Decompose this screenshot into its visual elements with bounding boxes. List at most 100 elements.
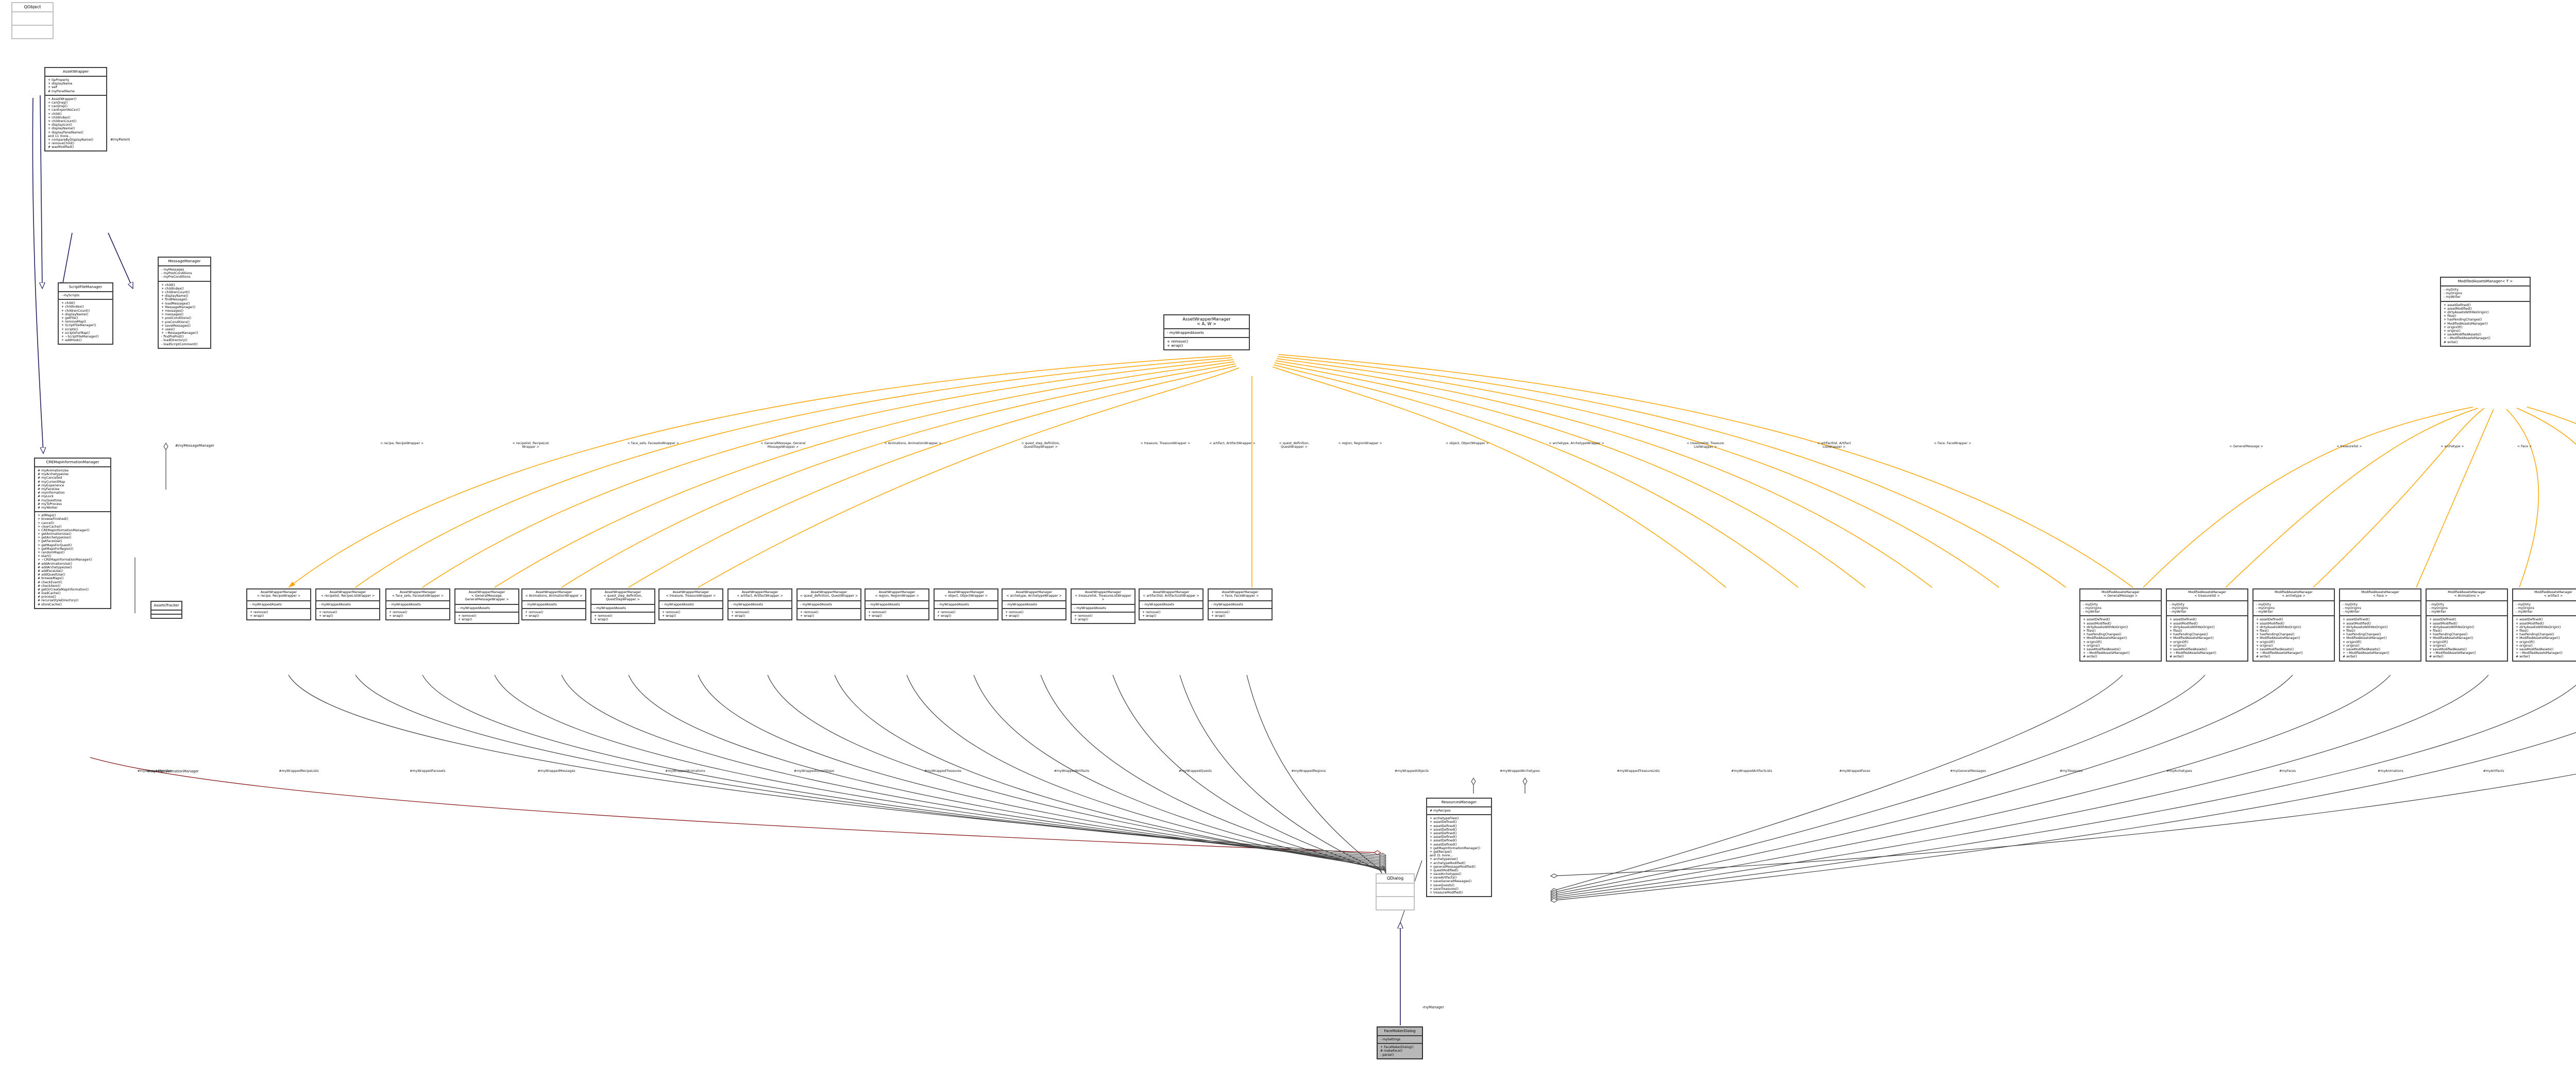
class-title: AssetWrapperManager < object, ObjectWrap… bbox=[935, 589, 997, 601]
class-member: + wrap() bbox=[800, 614, 815, 618]
class-member: + ScriptFileManager() bbox=[61, 324, 96, 328]
class-node-asset-wrapper[interactable]: AssetWrapper + tipProperty+ displayName+… bbox=[44, 67, 107, 152]
class-node-wrapper-manager[interactable]: AssetWrapperManager < quest_step_definit… bbox=[590, 588, 655, 625]
class-operations: + remove()+ wrap() bbox=[386, 609, 449, 619]
class-member: + remove() bbox=[250, 611, 268, 615]
class-member: - myWrappedAssets bbox=[662, 602, 694, 606]
association-role-label: #myWrappedTreasures bbox=[924, 769, 962, 773]
class-member: - myPostConditions bbox=[161, 272, 192, 276]
class-node-wrapper-manager[interactable]: AssetWrapperManager < recipe, RecipeWrap… bbox=[246, 588, 311, 621]
class-node-wrapper-manager[interactable]: AssetWrapperManager < recipelist, Recipe… bbox=[315, 588, 380, 621]
class-node-wrapper-manager[interactable]: AssetWrapperManager < face_sets, Faceset… bbox=[385, 588, 450, 621]
class-member: + childrenCount() bbox=[161, 291, 190, 294]
class-member: + assetDefined() bbox=[1430, 832, 1457, 835]
class-member: + saveModifiedAssets() bbox=[2343, 647, 2381, 651]
class-member: + remove() bbox=[1074, 614, 1093, 618]
class-member: + ModifiedAssetsManager() bbox=[2444, 322, 2488, 326]
class-attributes: - myWrappedAssets bbox=[1072, 605, 1134, 613]
class-node-message-manager[interactable]: MessageManager - myMessages- myPostCondi… bbox=[158, 257, 211, 349]
class-member: + archetypeFiles() bbox=[1430, 817, 1459, 821]
class-node-wrapper-manager[interactable]: AssetWrapperManager < artifact, Artifact… bbox=[727, 588, 792, 621]
class-member: + childIndex() bbox=[161, 286, 184, 291]
class-node-wrapper-manager[interactable]: AssetWrapperManager < Face, FaceWrapper … bbox=[1208, 588, 1273, 621]
class-node-modified-assets-manager-generic[interactable]: ModifiedAssetsManager< T > - myDirty- my… bbox=[2440, 277, 2531, 347]
class-operations: + remove()+ wrap() bbox=[1209, 609, 1272, 619]
class-member: + FaceMakerDialog() bbox=[1380, 1045, 1414, 1050]
class-member: + CREMapInformationManager() bbox=[38, 528, 90, 532]
class-member: - loadDirectory() bbox=[161, 339, 188, 343]
class-node-wrapper-manager[interactable]: AssetWrapperManager < artifactlist, Arti… bbox=[1139, 588, 1204, 621]
class-member: - myWriter bbox=[2516, 610, 2533, 614]
class-member: + findMessage() bbox=[161, 298, 188, 302]
class-attributes bbox=[1377, 884, 1414, 898]
class-member: - myWrappedAssets bbox=[250, 602, 282, 606]
class-node-cre-map-information-manager[interactable]: CREMapInformationManager # myAnimationUs… bbox=[34, 458, 111, 609]
class-node-wrapper-manager[interactable]: AssetWrapperManager < archetype, Archety… bbox=[1002, 588, 1066, 621]
class-node-asset-wrapper-manager-generic[interactable]: AssetWrapperManager < A, W > - myWrapped… bbox=[1163, 314, 1250, 351]
class-node-wrapper-manager[interactable]: AssetWrapperManager < quest_definition, … bbox=[796, 588, 861, 621]
class-node-modified-manager[interactable]: ModifiedAssetsManager < treasurelist >- … bbox=[2166, 588, 2248, 662]
class-node-wrapper-manager[interactable]: AssetWrapperManager < object, ObjectWrap… bbox=[934, 588, 998, 621]
class-member: + remove() bbox=[525, 611, 544, 615]
class-member: + saveModifiedAssets() bbox=[2429, 647, 2467, 651]
class-member: + wrap() bbox=[525, 614, 539, 618]
class-member: # addFaceUse() bbox=[38, 569, 63, 573]
class-member: - myWriter bbox=[2343, 610, 2360, 614]
class-member: # myPanelName bbox=[48, 89, 75, 93]
class-node-modified-manager[interactable]: ModifiedAssetsManager < GeneralMessage >… bbox=[2079, 588, 2162, 662]
class-node-modified-manager[interactable]: ModifiedAssetsManager < artifact >- myDi… bbox=[2512, 588, 2576, 662]
class-member: + saveModifiedAssets() bbox=[2444, 333, 2482, 337]
class-member: + assetDefined() bbox=[1430, 842, 1457, 847]
class-node-assets-tracker[interactable]: AssetsTracker bbox=[150, 601, 182, 619]
class-node-wrapper-manager[interactable]: AssetWrapperManager < treasurelist, Trea… bbox=[1071, 588, 1136, 625]
class-member: + hasPendingChanges() bbox=[2083, 633, 2122, 637]
class-member: + files() bbox=[2343, 629, 2355, 633]
class-node-script-file-manager[interactable]: ScriptFileManager - myScripts + child()+… bbox=[58, 282, 113, 345]
template-parameter-label: < treasurelist, Treasure ListWrapper > bbox=[1686, 442, 1724, 449]
class-node-wrapper-manager[interactable]: AssetWrapperManager < Animations, Animat… bbox=[521, 588, 586, 621]
class-node-face-maker-dialog[interactable]: FaceMakerDialog - mySettings + FaceMaker… bbox=[1377, 1026, 1423, 1059]
template-parameter-label: < face_sets, FacesetsWrapper > bbox=[627, 442, 680, 445]
class-node-wrapper-manager[interactable]: AssetWrapperManager < GeneralMessage, Ge… bbox=[454, 588, 519, 625]
class-member: - myOrigins bbox=[2429, 606, 2448, 611]
class-title: ScriptFileManager bbox=[59, 283, 112, 293]
class-member: + removeMap() bbox=[61, 320, 87, 324]
class-member: - myOrigins bbox=[2256, 606, 2275, 611]
class-member: # myArchetypeUse bbox=[38, 472, 69, 477]
class-node-modified-manager[interactable]: ModifiedAssetsManager < Animations >- my… bbox=[2426, 588, 2508, 662]
class-member: + remove() bbox=[1211, 611, 1230, 615]
class-node-modified-manager[interactable]: ModifiedAssetsManager < archetype >- myD… bbox=[2252, 588, 2335, 662]
class-member: # addAnimationUse() bbox=[38, 562, 72, 566]
class-operations: + remove()+ wrap() bbox=[866, 609, 928, 619]
class-node-qobject[interactable]: QObject bbox=[11, 2, 54, 40]
class-member: + getFile() bbox=[61, 316, 78, 320]
class-operations: + assetDefined()+ assetModified()+ dirty… bbox=[2080, 616, 2161, 660]
class-member: # storeCache() bbox=[38, 602, 62, 606]
class-attributes: - myDirty- myOrigins- myWriter bbox=[2441, 286, 2530, 302]
class-member: + saveModifiedAssets() bbox=[2170, 647, 2208, 651]
class-member: + child() bbox=[61, 301, 75, 306]
class-node-wrapper-manager[interactable]: AssetWrapperManager < treasure, Treasure… bbox=[658, 588, 723, 621]
class-title: AssetWrapperManager < archetype, Archety… bbox=[1003, 589, 1065, 601]
class-member: + questModified() bbox=[1430, 868, 1459, 872]
class-node-wrapper-manager[interactable]: AssetWrapperManager < region, RegionWrap… bbox=[865, 588, 929, 621]
class-member: and 11 more... bbox=[48, 134, 72, 138]
class-member: + wrap() bbox=[389, 614, 403, 618]
class-member: + dirtyAssetsWithNoOrigin() bbox=[2343, 625, 2388, 629]
class-member: # myAnimationUse bbox=[38, 469, 69, 473]
class-member: + AssetWrapper() bbox=[48, 97, 77, 101]
class-member: + canDrop() bbox=[48, 105, 67, 109]
class-title: AssetWrapper bbox=[45, 68, 106, 77]
class-member: + ~ModifiedAssetsManager() bbox=[2256, 651, 2303, 655]
template-parameter-label: < object, ObjectWrapper > bbox=[1446, 442, 1489, 445]
class-member: # loadCache() bbox=[38, 592, 61, 596]
class-attributes: - myDirty- myOrigins- myWriter bbox=[2080, 601, 2161, 617]
class-operations: + archetypeFiles() + assetDefined() + asse… bbox=[1427, 815, 1491, 896]
class-node-modified-manager[interactable]: ModifiedAssetsManager < Face >- myDirty-… bbox=[2339, 588, 2421, 662]
class-member: + messages() bbox=[161, 309, 184, 313]
class-member: + ~ModifiedAssetsManager() bbox=[2516, 651, 2563, 655]
class-node-resources-manager[interactable]: ResourcesManager # myRecipes + archetype… bbox=[1426, 798, 1492, 898]
class-node-qdialog[interactable]: QDialog bbox=[1376, 873, 1415, 911]
class-member: + postConditions() bbox=[161, 316, 192, 320]
class-title: AssetWrapperManager < quest_step_definit… bbox=[591, 589, 654, 605]
